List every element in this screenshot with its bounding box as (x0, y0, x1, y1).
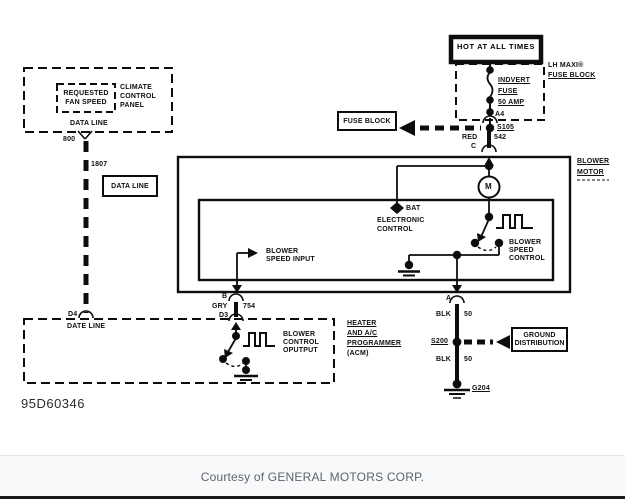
electronic-control-label-1: ELECTRONIC (377, 217, 425, 224)
footer-bottom-border (0, 496, 625, 499)
pin-c-label: C (471, 143, 477, 150)
wire-gry-color-label: GRY (212, 303, 228, 310)
blower-speed-control-label-2: SPEED (509, 247, 534, 254)
fuse-block-dashed-box (455, 63, 545, 121)
ground-g204-label: G204 (472, 385, 490, 392)
wire-blk-lower-color-label: BLK (436, 356, 451, 363)
blower-motor-label-1: BLOWER (577, 158, 610, 165)
pin-d3-label: D3 (219, 312, 229, 319)
climate-control-panel-box (23, 67, 173, 140)
requested-fan-speed-label-1: REQUESTED (63, 90, 109, 97)
data-line-wire (78, 141, 158, 319)
blower-speed-input-label-2: SPEED INPUT (266, 256, 315, 263)
climate-data-line-label: DATA LINE (70, 120, 108, 127)
acm-name-label-3: PROGRAMMER (347, 340, 402, 347)
pin-800-label: 800 (63, 136, 76, 143)
wire-red-circuit-label: 542 (494, 134, 507, 141)
acm-name-label-4: (ACM) (347, 350, 369, 357)
requested-fan-speed-label-2: FAN SPEED (65, 99, 107, 106)
blower-control-output-label-1: BLOWER (283, 331, 316, 338)
blower-speed-input-label-1: BLOWER (266, 248, 299, 255)
s105-splice-and-arrow (337, 111, 495, 136)
pin-b-label: B (222, 293, 228, 300)
lh-maxi-label: LH MAXI® (548, 62, 584, 69)
fuse-rating-label: 50 AMP (498, 99, 525, 106)
pin-a4-label: A4 (495, 111, 505, 118)
climate-panel-label-2: CONTROL (120, 93, 157, 100)
lh-fuse-block-label: FUSE BLOCK (548, 72, 596, 79)
blower-motor-box (176, 155, 572, 294)
wire-blk-upper-circuit-label: 50 (464, 311, 473, 318)
ground-wire-path (444, 255, 568, 399)
wire-1807-label: 1807 (91, 161, 108, 168)
motor-circuit (390, 161, 501, 222)
wire-red-color-label: RED (462, 134, 478, 141)
wire-blk-lower-circuit-label: 50 (464, 356, 473, 363)
pin-a-label: A (446, 295, 452, 302)
footer-strip: Courtesy of GENERAL MOTORS CORP. (0, 455, 625, 497)
blower-motor-label-2: MOTOR (577, 169, 604, 176)
ground-distribution-label-1: GROUND (523, 332, 556, 339)
electronic-control-box (197, 198, 555, 282)
climate-panel-label-3: PANEL (120, 102, 145, 109)
date-line-label: DATE LINE (67, 323, 106, 330)
climate-panel-label-1: CLIMATE (120, 84, 152, 91)
electronic-control-label-2: CONTROL (377, 226, 414, 233)
blower-speed-control-label-3: CONTROL (509, 255, 546, 262)
wire-blk-upper-color-label: BLK (436, 311, 451, 318)
blower-speed-control-label-1: BLOWER (509, 239, 542, 246)
splice-s200-label: S200 (431, 338, 449, 345)
data-line-box-label: DATA LINE (111, 183, 149, 190)
pin-d4-label: D4 (68, 311, 78, 318)
wire-gry-circuit-label: 754 (243, 303, 256, 310)
motor-symbol-label: M (485, 182, 492, 191)
wiring-diagram-graphics (23, 34, 609, 399)
blower-control-output-label-2: CONTROL (283, 339, 320, 346)
fuse-symbol (482, 66, 498, 124)
acm-name-label-2: AND A/C (347, 330, 378, 337)
fuse-block-callout-label: FUSE BLOCK (343, 118, 391, 125)
bat-label: BAT (406, 205, 421, 212)
hot-at-all-times-label: HOT AT ALL TIMES (457, 42, 535, 51)
blower-speed-control-switch (398, 214, 533, 277)
fuse-type-label: FUSE (498, 88, 518, 95)
splice-s105-label: S105 (497, 124, 515, 131)
fuse-name-label: INDVERT (498, 77, 531, 84)
acm-box (23, 318, 335, 384)
blower-control-output-label-3: OPUTPUT (283, 347, 318, 354)
ground-distribution-label-2: DISTRIBUTION (514, 340, 565, 347)
courtesy-credit-text: Courtesy of GENERAL MOTORS CORP. (200, 469, 425, 484)
acm-name-label-1: HEATER (347, 320, 377, 327)
diagram-part-number: 95D60346 (21, 396, 85, 411)
